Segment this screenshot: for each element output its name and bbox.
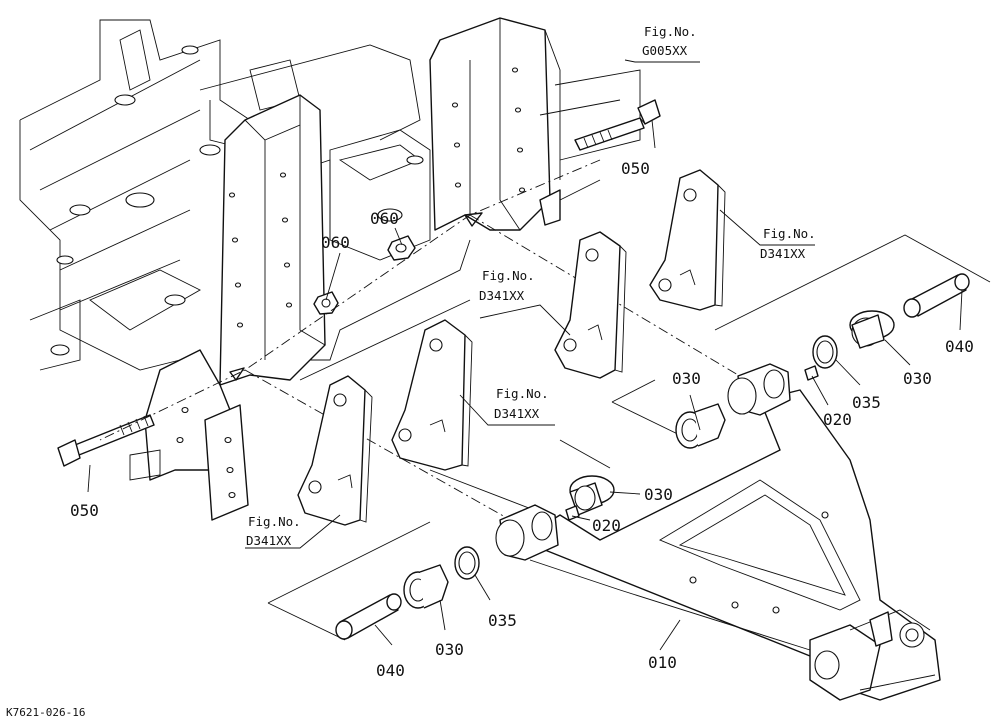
bushing-030-left-inner	[569, 475, 615, 516]
figref-d341-mid-line2: D341XX	[494, 406, 540, 421]
ref-plate-right	[649, 169, 726, 311]
drawing-code: K7621-026-16	[6, 706, 85, 719]
part-label-030-d: 030	[435, 640, 464, 659]
part-label-050-top: 050	[621, 159, 650, 178]
bushing-030-right-inner	[675, 403, 726, 449]
pin-040-right	[903, 273, 970, 318]
washer-035-right	[812, 335, 838, 369]
part-label-010: 010	[648, 653, 677, 672]
washer-035-left	[454, 546, 480, 580]
part-label-035-a: 035	[852, 393, 881, 412]
figref-d341-mid-line1: Fig.No.	[496, 386, 549, 401]
part-label-040-b: 040	[376, 661, 405, 680]
bolt-050-left	[57, 414, 155, 467]
part-label-030-a: 030	[672, 369, 701, 388]
figref-d341-center-line1: Fig.No.	[482, 268, 535, 283]
figref-d341-left-line2: D341XX	[246, 533, 292, 548]
part-label-040-a: 040	[945, 337, 974, 356]
axis-line-right	[469, 214, 781, 401]
pin-040-left	[335, 593, 402, 640]
part-label-030-c: 030	[644, 485, 673, 504]
bolt-050-top	[574, 99, 661, 151]
part-label-020-a: 020	[823, 410, 852, 429]
fitting-020-left	[565, 505, 580, 521]
part-label-050-left: 050	[70, 501, 99, 520]
bushing-030-left-outer	[403, 564, 449, 609]
figref-d341-right-line1: Fig.No.	[763, 226, 816, 241]
right-mounting-bracket	[429, 17, 641, 231]
figref-g005-line2: G005XX	[642, 43, 688, 58]
bushing-030-right-outer	[849, 310, 895, 349]
figref-d341-right-line2: D341XX	[760, 246, 806, 261]
part-label-060-left: 060	[321, 233, 350, 252]
ref-outline-left	[267, 521, 431, 641]
figref-d341-left-line1: Fig.No.	[248, 514, 301, 529]
nut-060-left	[313, 291, 339, 315]
leader-lines	[87, 59, 963, 651]
axis-line-top	[99, 159, 601, 441]
ref-outline-right	[714, 234, 991, 331]
ref-plate-mid	[391, 319, 473, 471]
nut-060-mid	[387, 235, 416, 261]
part-label-020-b: 020	[592, 516, 621, 535]
part-label-030-b: 030	[903, 369, 932, 388]
part-label-060-mid: 060	[370, 209, 399, 228]
fitting-020-right	[804, 365, 819, 381]
left-mounting-bracket	[129, 94, 326, 521]
lower-arm-010	[495, 363, 941, 701]
figref-g005-line1: Fig.No.	[644, 24, 697, 39]
ref-plate-left	[297, 375, 373, 526]
part-label-035-b: 035	[488, 611, 517, 630]
ref-plate-center	[554, 231, 627, 379]
figref-d341-center-line2: D341XX	[479, 288, 525, 303]
